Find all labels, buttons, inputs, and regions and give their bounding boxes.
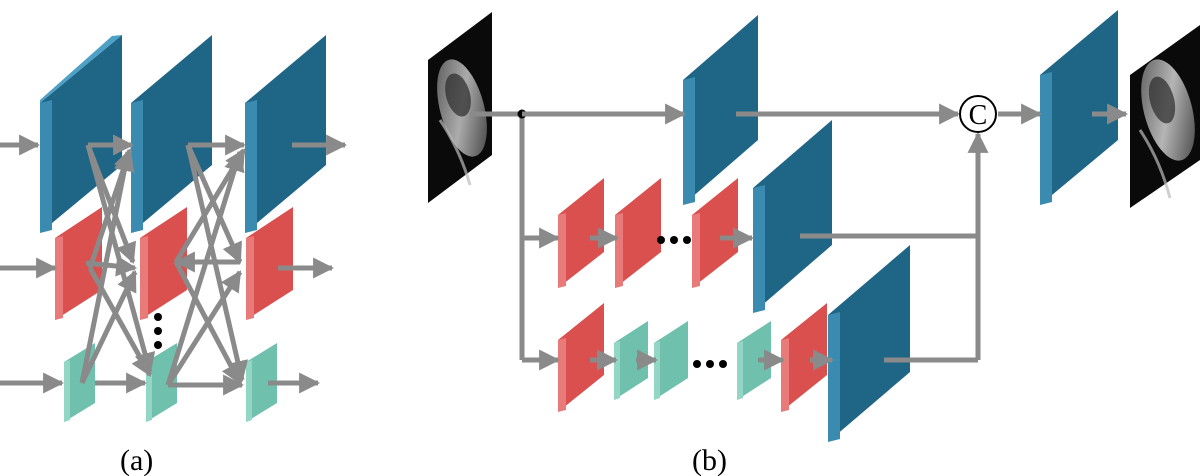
panel-b-connectors bbox=[470, 111, 981, 363]
panel-a-caption: (a) bbox=[120, 444, 153, 476]
panel-b: C (b) bbox=[428, 10, 1200, 476]
panel-a-red-block-2 bbox=[140, 207, 187, 320]
panel-b-arrows bbox=[522, 103, 1129, 371]
panel-a-blue-block-2 bbox=[131, 35, 212, 233]
panel-b-ellipsis-bottom bbox=[693, 360, 727, 368]
panel-a-blue-block-1 bbox=[40, 35, 122, 233]
panel-a-blue-block-3 bbox=[245, 35, 326, 233]
panel-b-blue-block-bottom bbox=[828, 245, 910, 442]
panel-b-teal-block-b2 bbox=[654, 321, 688, 400]
panel-b-teal-block-b3 bbox=[737, 321, 771, 400]
panel-b-ellipsis-mid bbox=[657, 236, 691, 244]
panel-b-blue-block-final bbox=[1040, 10, 1118, 205]
panel-b-red-block-m1 bbox=[558, 178, 604, 288]
panel-a-ellipsis bbox=[154, 313, 162, 349]
panel-b-red-block-m2 bbox=[615, 178, 661, 288]
mri-output-icon bbox=[1130, 25, 1200, 208]
panel-a-teal-block-1 bbox=[64, 343, 95, 422]
panel-a-arrows bbox=[0, 134, 348, 396]
panel-a-red-block-1 bbox=[55, 207, 102, 320]
panel-b-caption: (b) bbox=[692, 444, 727, 476]
panel-b-blue-block-top bbox=[683, 15, 758, 205]
panel-b-red-block-m3 bbox=[692, 178, 738, 288]
concat-node: C bbox=[959, 95, 997, 133]
panel-a: (a) bbox=[0, 35, 348, 476]
concat-label: C bbox=[969, 100, 988, 131]
mri-input-icon bbox=[428, 12, 492, 203]
panel-b-blue-block-mid bbox=[753, 120, 832, 313]
panel-a-red-block-3 bbox=[246, 207, 293, 320]
